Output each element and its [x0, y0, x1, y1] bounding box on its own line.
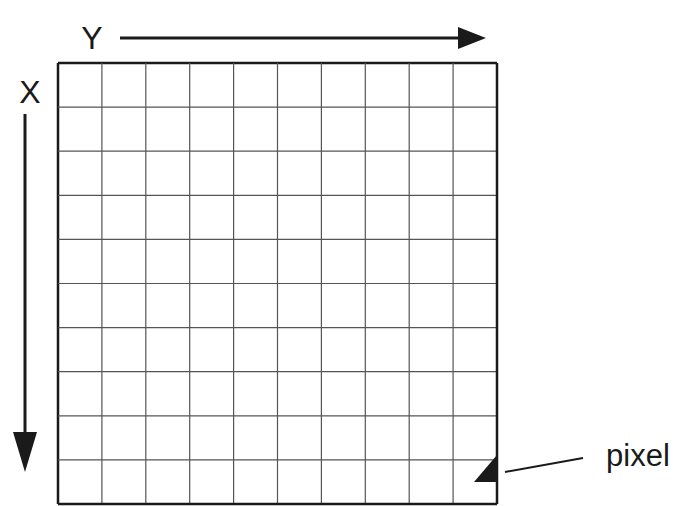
grid-line — [453, 63, 454, 504]
x-axis-head — [13, 432, 37, 472]
grid-line — [58, 283, 497, 284]
x-axis-line — [24, 114, 27, 440]
grid-line — [58, 371, 497, 372]
grid-line — [58, 459, 497, 460]
grid-line — [496, 63, 499, 504]
grid-line — [58, 503, 497, 506]
leader-line — [505, 458, 583, 472]
grid-line — [58, 327, 497, 328]
axis-label: Y — [81, 22, 102, 54]
grid-line — [365, 63, 366, 504]
y-axis-line — [120, 37, 462, 40]
grid-line — [321, 63, 322, 504]
grid-line — [58, 415, 497, 416]
pixel-grid — [58, 63, 497, 504]
leader-head — [474, 455, 497, 482]
y-axis-head — [458, 27, 486, 49]
grid-line — [409, 63, 410, 504]
axis-label: X — [19, 76, 40, 108]
callout-label: pixel — [606, 440, 670, 471]
